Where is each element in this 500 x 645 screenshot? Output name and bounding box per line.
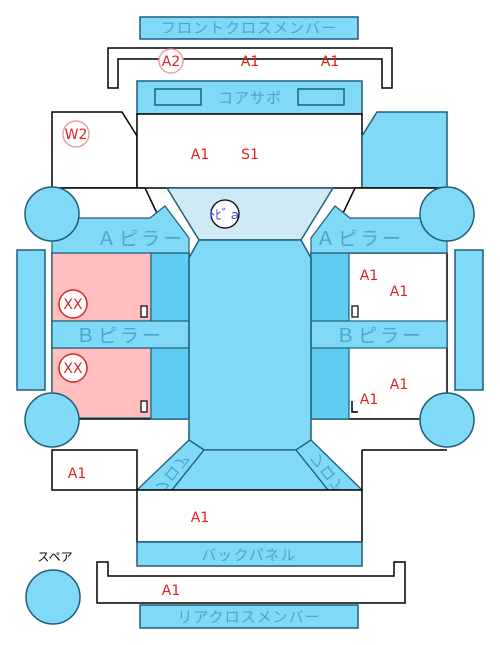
back-panel[interactable] <box>136 541 363 567</box>
front-left-code: W2 <box>65 127 88 143</box>
left-front-door-marker[interactable] <box>58 289 88 319</box>
left-rear-door-handle <box>140 400 148 413</box>
front-left-fender[interactable] <box>51 111 138 189</box>
core-support-label: コアサポ <box>218 89 282 107</box>
rear-cross-code: A1 <box>162 583 180 599</box>
left-front-door-code: XX <box>63 297 83 313</box>
b-pillar-right-bar[interactable] <box>310 320 448 349</box>
a-pillar-left-label: Ａピラー <box>97 228 185 250</box>
rear-right-quarter[interactable] <box>362 450 447 490</box>
back-panel-label: バックパネル <box>201 546 296 564</box>
front-cross-left-marker[interactable] <box>158 48 184 74</box>
core-support-right-slot <box>297 88 345 106</box>
front-right-fender[interactable] <box>361 111 448 189</box>
a-pillar-left-bar[interactable] <box>51 205 190 254</box>
spare-label: スペア <box>37 550 72 564</box>
left-front-door-handle <box>140 305 148 318</box>
dash-panel-marker[interactable] <box>210 199 240 229</box>
right-front-door-handle <box>351 305 359 318</box>
trunk-code: A1 <box>191 510 209 526</box>
front-cross-member-panel[interactable] <box>139 16 359 40</box>
roof-panel[interactable] <box>188 239 312 451</box>
b-pillar-right-label: Ｂピラー <box>336 325 424 347</box>
left-rear-door-code: XX <box>63 361 83 377</box>
right-rear-code-b: A1 <box>360 392 378 408</box>
right-rear-code-a: A1 <box>390 377 408 393</box>
windshield-panel[interactable] <box>165 187 335 241</box>
rear-left-quarter-code: A1 <box>68 466 86 482</box>
front-cross-member-label: フロントクロスメンバー <box>161 19 337 37</box>
wheel-rear-right[interactable] <box>419 392 475 448</box>
dash-panel-code: ﾄﾋﾞａ <box>209 208 242 223</box>
front-center-code-a: A1 <box>191 147 209 163</box>
right-rocker-strip[interactable] <box>454 249 484 391</box>
left-rear-door-marker[interactable] <box>58 353 88 383</box>
front-cross-mid-code: A1 <box>241 54 259 70</box>
rear-cross-member-bracket <box>96 561 406 604</box>
a-pillar-right-label: Ａピラー <box>316 228 404 250</box>
wheel-front-left[interactable] <box>24 186 80 242</box>
front-cross-left-code: A2 <box>162 54 180 70</box>
rear-cross-member-label: リアクロスメンバー <box>177 608 320 626</box>
right-rear-door-handle <box>351 401 358 413</box>
spare-tire[interactable] <box>25 569 81 625</box>
front-center-area[interactable] <box>136 113 363 189</box>
wheel-rear-left[interactable] <box>24 392 80 448</box>
b-pillar-left-label: Ｂピラー <box>76 325 164 347</box>
front-left-marker[interactable] <box>62 120 90 148</box>
core-support-left-slot <box>154 88 202 106</box>
left-rocker-strip[interactable] <box>16 249 46 391</box>
trunk-area[interactable] <box>136 489 363 543</box>
right-front-code-a: A1 <box>360 268 378 284</box>
front-cross-right-code: A1 <box>321 54 339 70</box>
b-pillar-left-bar[interactable] <box>51 320 190 349</box>
rear-left-quarter[interactable] <box>51 449 138 491</box>
wheel-front-right[interactable] <box>419 186 475 242</box>
rear-cross-member-panel[interactable] <box>139 604 359 629</box>
right-front-code-b: A1 <box>390 284 408 300</box>
front-center-code-s: S1 <box>241 147 259 163</box>
